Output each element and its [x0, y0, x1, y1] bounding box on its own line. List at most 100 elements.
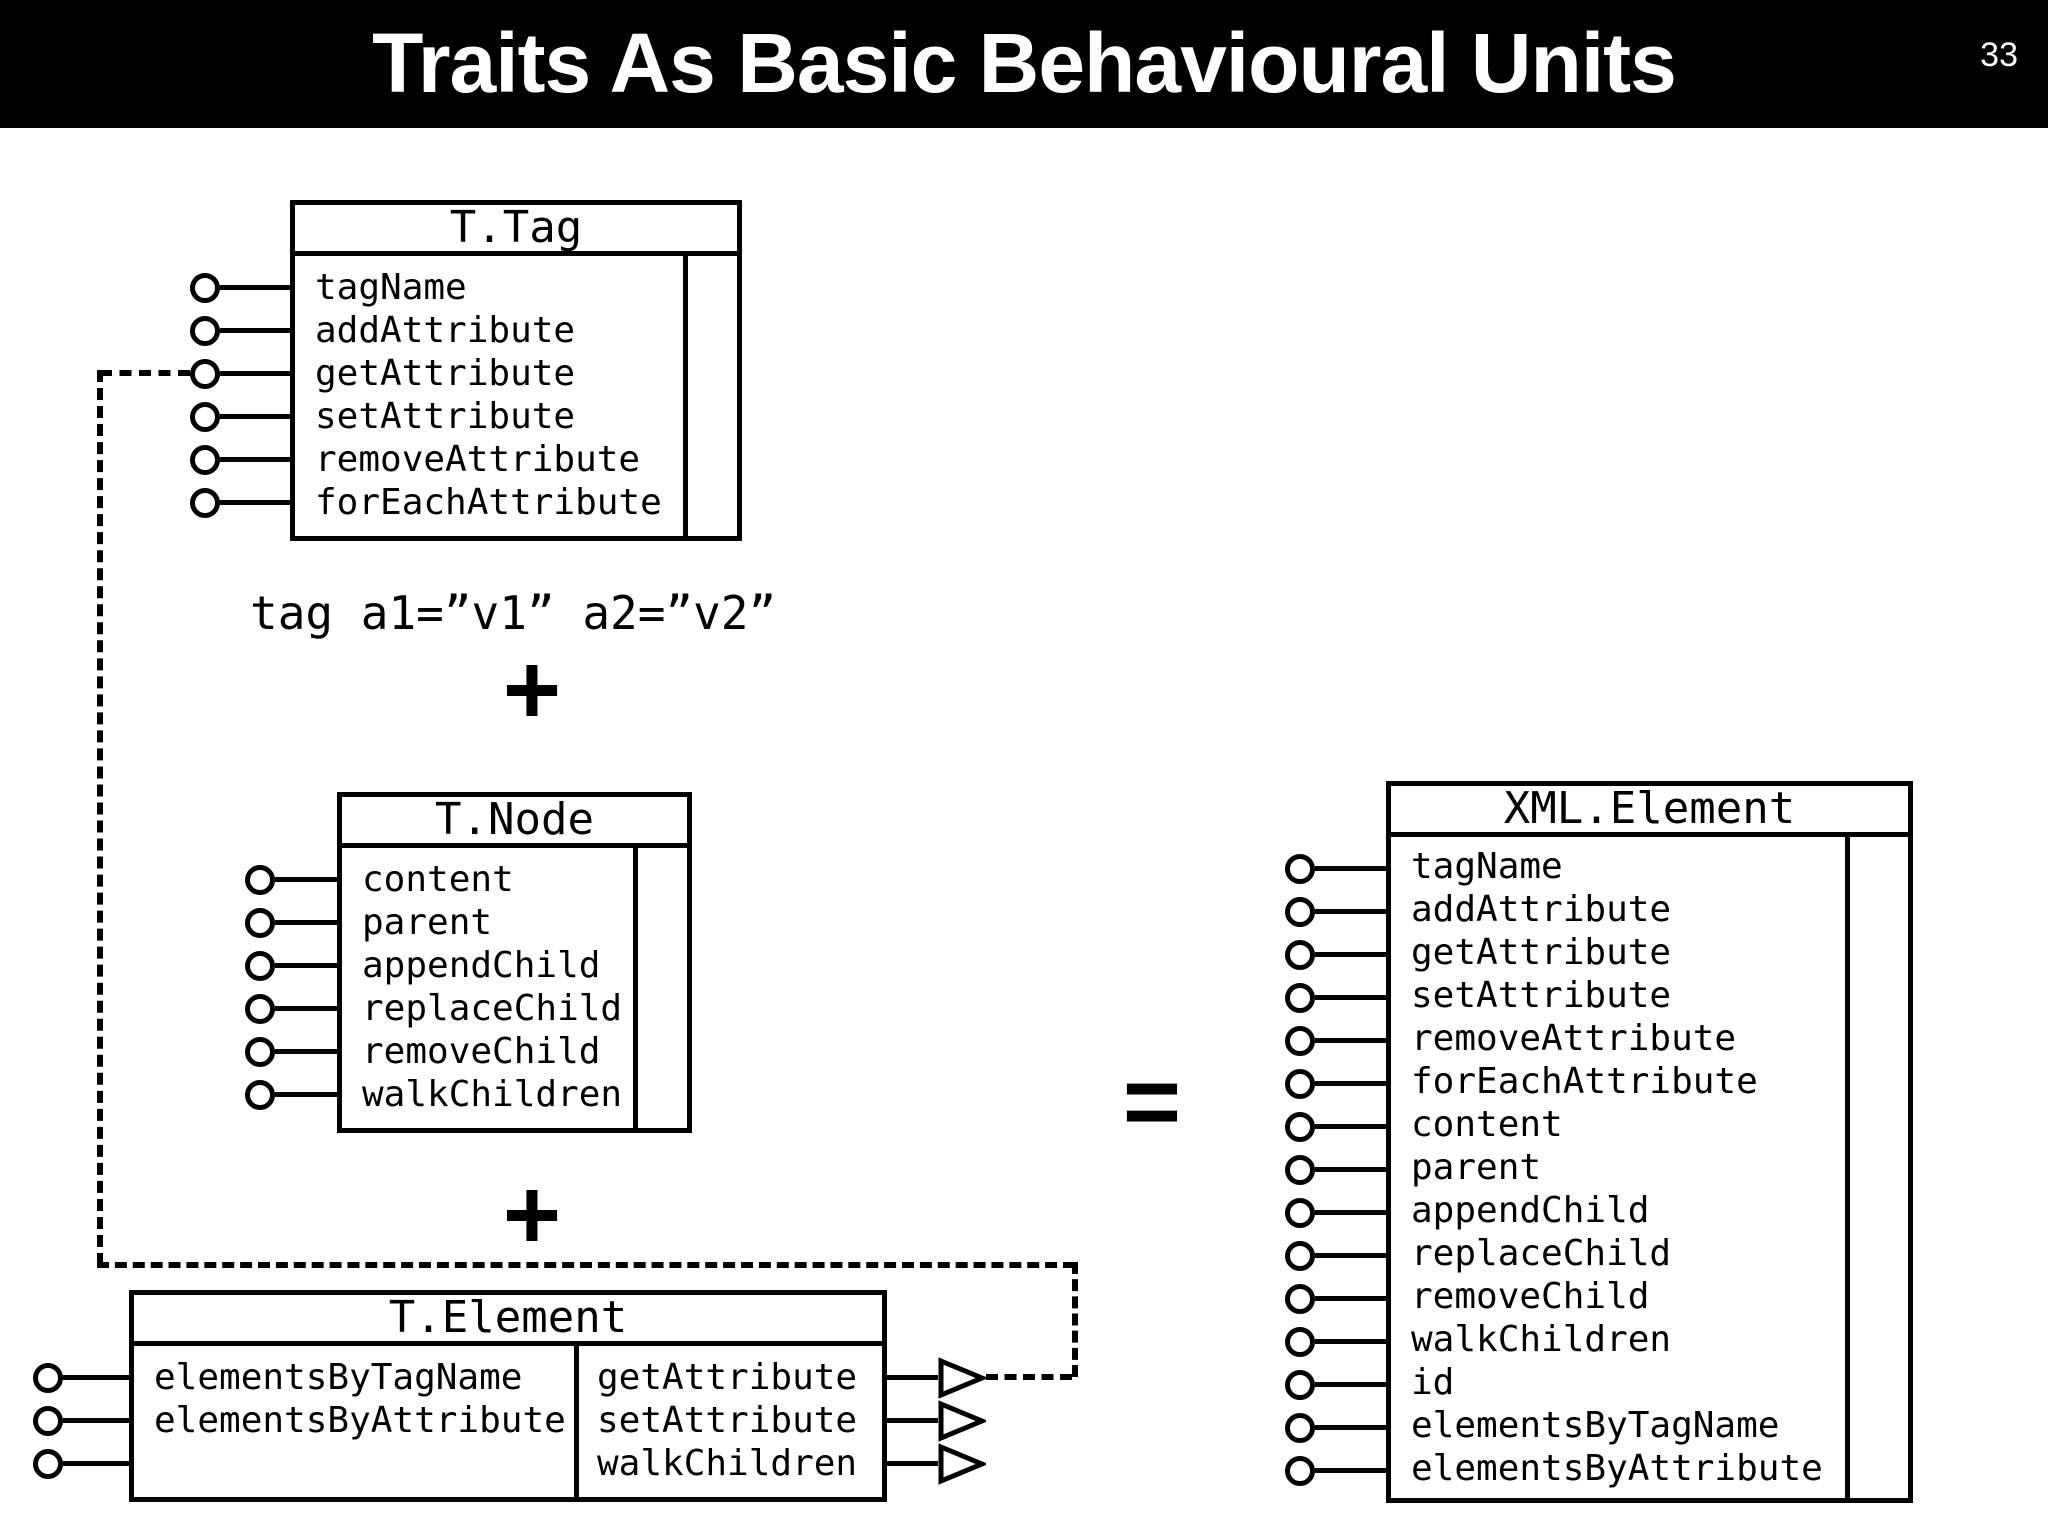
provided-interface-icon — [190, 395, 290, 438]
required-interface-icon — [887, 1442, 986, 1485]
pin-stem — [63, 1461, 129, 1466]
method-label: id — [1411, 1362, 1455, 1403]
pin-stem — [1315, 1425, 1386, 1430]
pin-stem — [1315, 995, 1386, 1000]
provided-interface-icon — [1285, 1191, 1386, 1234]
delegation-connector-segment-bottom — [97, 1262, 1075, 1268]
provided-interface-icon — [33, 1399, 129, 1442]
provided-interface-icon — [245, 858, 337, 901]
provided-interface-icon — [190, 266, 290, 309]
lollipop-circle-icon — [33, 1405, 63, 1436]
method-label: getAttribute — [1411, 932, 1672, 973]
pin-stem — [1315, 1382, 1386, 1387]
method-label: walkChildren — [597, 1443, 858, 1484]
provided-interface-icon — [1285, 1363, 1386, 1406]
lollipop-circle-icon — [245, 864, 275, 895]
provided-interface-icon — [245, 987, 337, 1030]
pin-stem — [1315, 1167, 1386, 1172]
method-label: walkChildren — [362, 1074, 623, 1115]
lollipop-circle-icon — [1285, 1154, 1315, 1185]
arrow-stem — [887, 1375, 938, 1380]
pin-stem — [1315, 1339, 1386, 1344]
lollipop-circle-icon — [190, 444, 220, 475]
provided-interface-icon — [1285, 1148, 1386, 1191]
method-label: parent — [1411, 1147, 1542, 1188]
provided-interface-icon — [245, 1073, 337, 1116]
lollipop-circle-icon — [1285, 896, 1315, 927]
lollipop-circle-icon — [1285, 1455, 1315, 1486]
pin-stem — [1315, 1468, 1386, 1473]
trait-box-t-node: T.Node content parent appendChild replac… — [337, 792, 692, 1133]
method-label: appendChild — [362, 945, 601, 986]
delegation-connector-segment-top — [100, 370, 190, 376]
delegation-connector-segment-left — [97, 370, 103, 1265]
provided-interface-icon — [1285, 847, 1386, 890]
method-label: addAttribute — [1411, 889, 1672, 930]
lollipop-circle-icon — [1285, 1326, 1315, 1357]
lollipop-circle-icon — [1285, 982, 1315, 1013]
method-label: replaceChild — [1411, 1233, 1672, 1274]
slide-title: Traits As Basic Behavioural Units — [372, 16, 1677, 110]
lollipop-circle-icon — [190, 358, 220, 389]
provided-interface-icon — [1285, 933, 1386, 976]
method-label: removeChild — [362, 1031, 601, 1072]
lollipop-circle-icon — [190, 315, 220, 346]
box-title: T.Element — [134, 1295, 882, 1346]
provided-interface-icon — [190, 309, 290, 352]
tag-example-caption: tag a1=”v1” a2=”v2” — [250, 586, 777, 640]
provided-interface-icon — [245, 901, 337, 944]
class-box-xml-element: XML.Element tagName addAttribute getAttr… — [1386, 781, 1913, 1503]
method-label: setAttribute — [315, 396, 576, 437]
page-number: 33 — [1980, 36, 2018, 74]
method-label: forEachAttribute — [315, 482, 662, 523]
provided-interface-icon — [190, 438, 290, 481]
pin-stem — [1315, 1081, 1386, 1086]
pin-stem — [1315, 866, 1386, 871]
lollipop-circle-icon — [1285, 1111, 1315, 1142]
method-label: parent — [362, 902, 493, 943]
lollipop-circle-icon — [33, 1448, 63, 1479]
pin-stem — [220, 500, 290, 505]
provided-interface-icon — [1285, 1449, 1386, 1492]
method-label: content — [362, 859, 514, 900]
pin-stem — [63, 1375, 129, 1380]
method-label: removeAttribute — [315, 439, 641, 480]
lollipop-circle-icon — [190, 487, 220, 518]
xml-element-provided-interfaces — [1285, 847, 1386, 1492]
method-label: appendChild — [1411, 1190, 1650, 1231]
method-label: walkChildren — [1411, 1319, 1672, 1360]
provided-interface-icon — [1285, 1062, 1386, 1105]
method-label: getAttribute — [597, 1357, 858, 1398]
provided-interface-icon — [1285, 1277, 1386, 1320]
method-label: content — [1411, 1104, 1563, 1145]
arrow-stem — [887, 1418, 938, 1423]
provided-interface-icon — [33, 1356, 129, 1399]
t-element-provided-interfaces — [33, 1356, 129, 1485]
lollipop-circle-icon — [190, 401, 220, 432]
lollipop-circle-icon — [1285, 1369, 1315, 1400]
pin-stem — [1315, 952, 1386, 957]
provided-interface-icon — [190, 352, 290, 395]
provided-interface-icon — [245, 1030, 337, 1073]
arrow-stem — [887, 1461, 938, 1466]
provided-interface-icon — [1285, 976, 1386, 1019]
lollipop-circle-icon — [1285, 1412, 1315, 1443]
delegation-connector-segment-right — [1072, 1262, 1078, 1377]
method-label: forEachAttribute — [1411, 1061, 1758, 1102]
method-label: elementsByTagName — [154, 1357, 523, 1398]
pin-stem — [275, 920, 337, 925]
provided-interface-icon — [1285, 1105, 1386, 1148]
method-label: removeChild — [1411, 1276, 1650, 1317]
provided-interface-icon — [1285, 1234, 1386, 1277]
provided-interface-icon — [1285, 1019, 1386, 1062]
pin-stem — [220, 285, 290, 290]
pin-stem — [1315, 1210, 1386, 1215]
lollipop-circle-icon — [1285, 853, 1315, 884]
provided-interface-icon — [245, 944, 337, 987]
pin-stem — [220, 371, 290, 376]
pin-stem — [275, 1049, 337, 1054]
pin-stem — [275, 1006, 337, 1011]
pin-stem — [220, 414, 290, 419]
provided-interface-icon — [1285, 890, 1386, 933]
t-node-provided-interfaces — [245, 858, 337, 1116]
